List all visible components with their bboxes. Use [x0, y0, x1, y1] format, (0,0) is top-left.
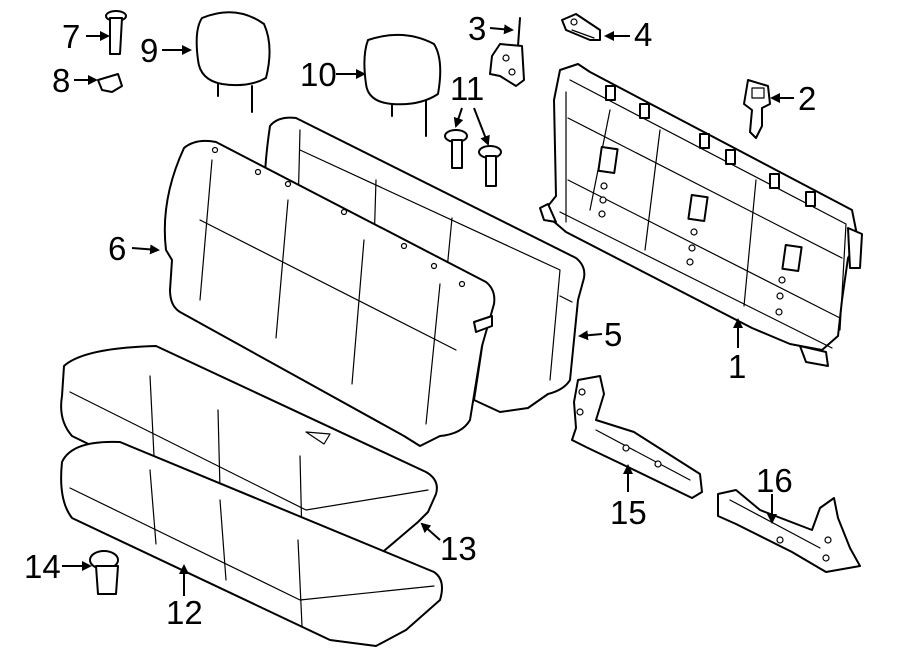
callout-4: 4: [634, 16, 652, 53]
callout-10: 10: [300, 56, 337, 93]
lower-seat-cushion: [60, 440, 443, 647]
callout-1: 1: [728, 348, 746, 385]
headrest-left: [195, 11, 271, 113]
callout-13: 13: [440, 530, 477, 567]
hinge-bracket: [489, 17, 525, 87]
headrest-right: [363, 33, 442, 137]
nut-8: [97, 73, 123, 93]
callout-7: 7: [62, 18, 80, 55]
callout-arrows: [62, 24, 794, 596]
seat-belt-buckle: [743, 79, 771, 139]
front-seat-back-cushion: [163, 139, 496, 447]
callout-14: 14: [24, 548, 61, 585]
clip-14: [89, 550, 119, 595]
callout-15: 15: [610, 494, 647, 531]
latch-bracket: [561, 13, 601, 41]
bolt-11b: [478, 145, 502, 187]
callout-5: 5: [604, 316, 622, 353]
callout-3: 3: [468, 10, 486, 47]
seat-back-frame: [539, 63, 863, 367]
callout-6: 6: [108, 230, 126, 267]
callout-16: 16: [756, 462, 793, 499]
upper-seat-cushion: [60, 345, 438, 567]
callout-12: 12: [166, 594, 203, 631]
callout-11: 11: [450, 70, 484, 107]
support-bracket-16: [717, 489, 861, 573]
bolt-7: [105, 10, 127, 55]
support-bracket-15: [571, 375, 703, 499]
callout-labels: 1 2 3 4 5 6 7 8 9 10 11 12 13 14 15 16: [24, 10, 816, 631]
callout-8: 8: [52, 62, 70, 99]
callout-9: 9: [140, 32, 158, 69]
bolt-11a: [444, 129, 468, 169]
callout-2: 2: [798, 80, 816, 117]
